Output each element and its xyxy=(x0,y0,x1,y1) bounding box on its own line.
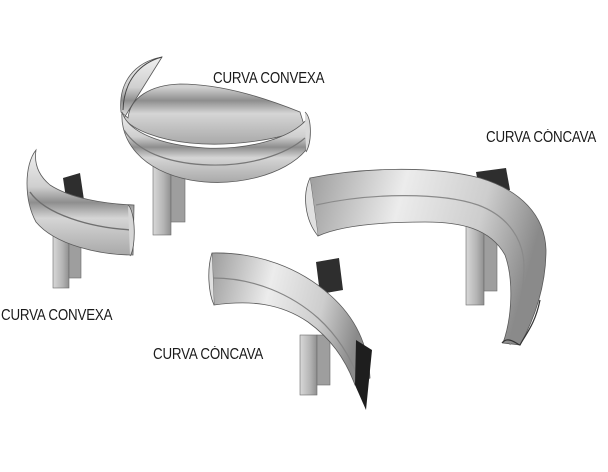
left-convex-curve xyxy=(26,148,135,289)
left-convex-rail xyxy=(26,148,135,256)
bottom-concave-rail xyxy=(211,252,371,386)
label-left-convex: CURVA CONVEXA xyxy=(1,307,113,324)
label-bottom-concave: CURVA CÓNCAVA xyxy=(153,346,264,363)
top-convex-curve xyxy=(120,56,311,236)
top-convex-rail-upper xyxy=(120,56,306,145)
bottom-concave-post-top xyxy=(316,258,343,294)
right-concave-curve xyxy=(305,168,547,346)
right-concave-post xyxy=(465,224,485,306)
label-right-concave: CURVA CÓNCAVA xyxy=(486,129,597,146)
bottom-concave-curve xyxy=(208,252,372,410)
bottom-concave-post-back xyxy=(316,334,331,386)
bottom-concave-post xyxy=(299,334,318,396)
label-top-convex: CURVA CONVEXA xyxy=(213,70,325,87)
